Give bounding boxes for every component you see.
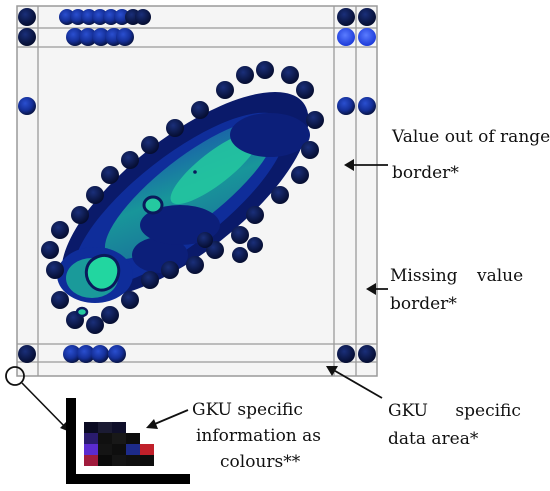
legend-swatch [98, 433, 112, 444]
density-cores [75, 170, 197, 318]
legend-swatch [112, 433, 126, 444]
label-gku-data-area-line2: data area* [388, 429, 479, 449]
label-missing-value-line1: Missing value [390, 266, 524, 286]
arrowhead-gku-colours [146, 419, 158, 429]
legend-swatch [84, 433, 98, 444]
legend-swatch [112, 422, 126, 433]
legend-swatch [84, 444, 98, 455]
arrowhead-missing-value [366, 283, 376, 295]
legend-swatch [98, 422, 112, 433]
zoom-circle [5, 366, 25, 386]
label-value-out-of-range-line1: Value out of range [392, 127, 550, 147]
label-gku-data-area-line1: GKU specific [388, 401, 521, 421]
label-gku-colours: GKU specific information as colours** [192, 399, 321, 473]
label-value-out-of-range-line2: border* [392, 163, 459, 183]
second-row-dots [18, 28, 376, 46]
label-gku-data-area: GKU specific data area* [388, 400, 521, 450]
legend-swatch [112, 444, 126, 455]
legend-axis-vertical [66, 398, 76, 482]
legend-swatches [84, 422, 154, 466]
label-value-out-of-range: Value out of range border* [392, 126, 550, 184]
right-border-dot-2 [358, 97, 376, 115]
arrowhead-value-out-of-range [344, 159, 354, 171]
legend-swatch [140, 444, 154, 455]
label-gku-colours-line1: GKU specific [192, 400, 303, 420]
right-border-dot-1 [337, 97, 355, 115]
legend-swatch [98, 444, 112, 455]
legend-axis-horizontal [66, 474, 190, 484]
left-border-dot [18, 97, 36, 115]
legend-swatch [140, 455, 154, 466]
density-cloud [57, 91, 310, 303]
legend-swatch [84, 422, 98, 433]
label-missing-value-line2: border* [390, 294, 457, 314]
zoom-connector [21, 382, 71, 433]
legend-swatch [126, 455, 140, 466]
legend-swatch [98, 455, 112, 466]
cloud-dots [41, 61, 324, 334]
bottom-border-dots [18, 345, 376, 363]
top-border-dots [18, 8, 376, 26]
arrow-gku-colours [149, 409, 189, 427]
gku-legend [66, 398, 190, 484]
legend-swatch [84, 455, 98, 466]
legend-swatch [126, 444, 140, 455]
label-gku-colours-line3: colours** [220, 452, 301, 472]
label-missing-value: Missing value border* [390, 265, 523, 315]
arrows [146, 159, 388, 429]
label-gku-colours-line2: information as [196, 426, 322, 446]
legend-swatch [126, 433, 140, 444]
arrowhead-gku-data-area [326, 366, 338, 376]
legend-swatch [112, 455, 126, 466]
arrow-gku-data-area [329, 367, 383, 399]
